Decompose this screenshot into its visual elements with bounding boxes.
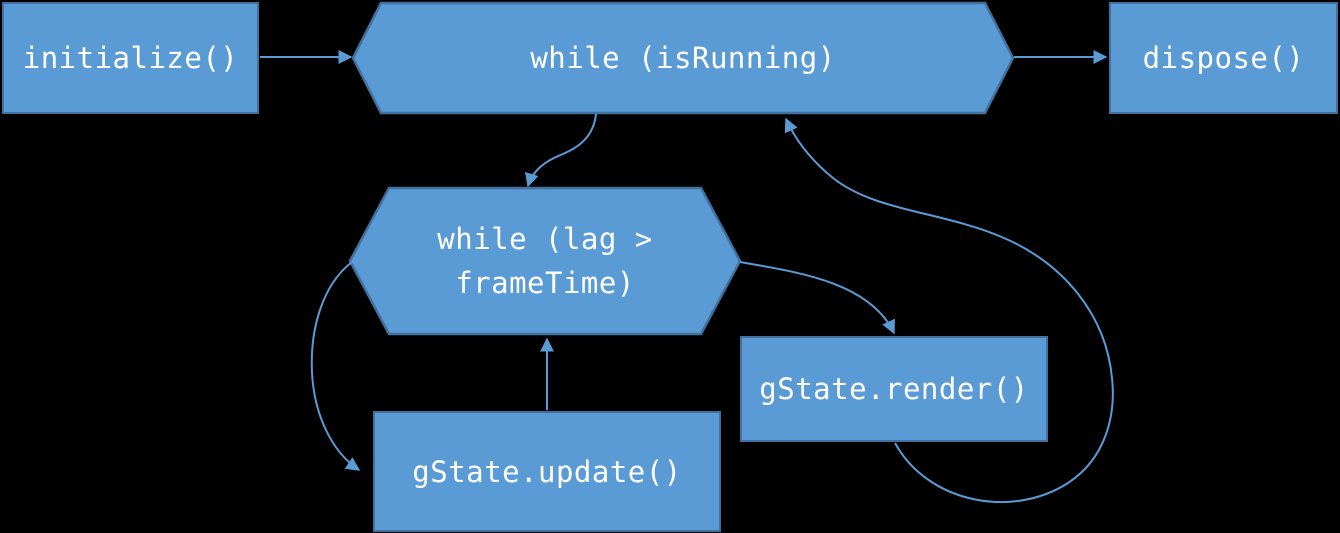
node-main-loop-hexagon <box>351 1 1015 115</box>
node-render: gState.render() <box>740 336 1048 442</box>
node-update: gState.update() <box>373 411 721 532</box>
arrow-inner-loop-to-render <box>739 261 895 335</box>
node-initialize-label: initialize() <box>22 41 239 75</box>
node-inner-loop-hexagon <box>348 186 742 336</box>
arrow-inner-loop-to-update <box>310 261 361 471</box>
node-dispose-label: dispose() <box>1142 41 1305 75</box>
arrow-main-loop-to-inner-loop <box>525 113 597 188</box>
node-render-label: gState.render() <box>759 372 1029 406</box>
arrow-render-to-main-loop <box>784 117 1114 503</box>
node-update-label: gState.update() <box>412 454 682 489</box>
node-dispose: dispose() <box>1109 2 1338 114</box>
node-initialize: initialize() <box>2 2 259 114</box>
